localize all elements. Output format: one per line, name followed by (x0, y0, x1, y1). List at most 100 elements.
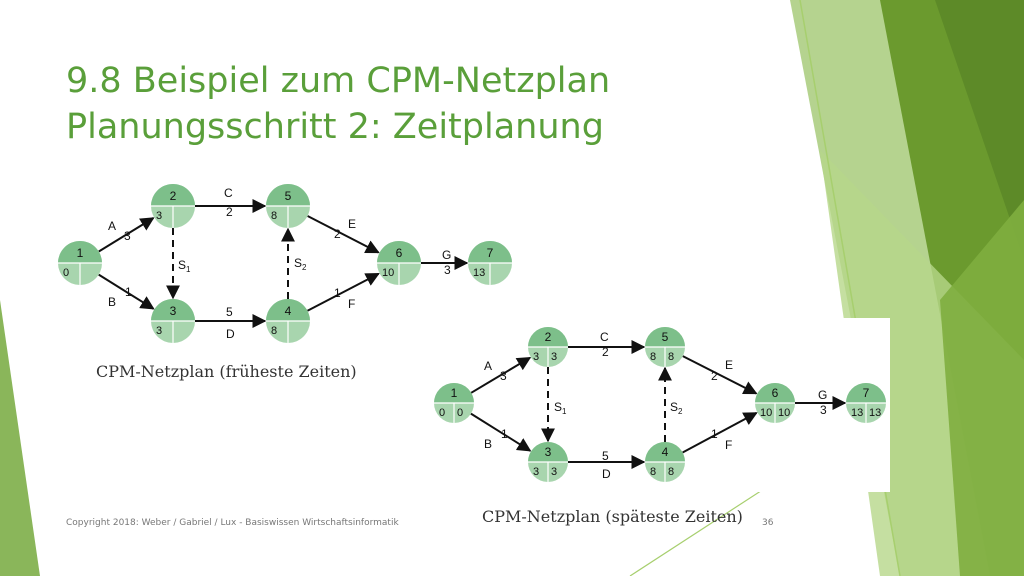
copyright-text: Copyright 2018: Weber / Gabriel / Lux - … (66, 518, 399, 528)
node-id: 4 (662, 445, 669, 459)
n2-edge-label-3: C2 (600, 330, 609, 359)
n2-edge-label-8: S1 (554, 400, 567, 416)
n2-edge-label-1: A3 (484, 359, 507, 383)
activity-duration: 5 (602, 449, 609, 463)
node-earliest-time: 13 (851, 407, 863, 419)
node-earliest-time: 8 (271, 325, 277, 337)
node-latest-time: 3 (551, 466, 557, 478)
node-top-half (846, 383, 886, 403)
node-earliest-time: 8 (650, 466, 656, 478)
n2-edge-label-7: G3 (818, 388, 827, 417)
node-earliest-time: 0 (63, 267, 69, 279)
node-id: 1 (77, 246, 84, 260)
node-top-half (58, 241, 102, 263)
n1-node-5: 58 (266, 184, 310, 228)
activity-duration: 1 (334, 286, 341, 300)
activity-duration: 2 (226, 205, 233, 219)
activity-duration: 1 (501, 427, 508, 441)
n1-node-2: 23 (151, 184, 195, 228)
activity-name: F (725, 438, 732, 452)
node-id: 4 (285, 304, 292, 318)
n1-edge-label-4: D5 (226, 305, 235, 341)
node-top-half (377, 241, 421, 263)
n1-edge-label-1: A3 (108, 219, 131, 243)
node-id: 1 (451, 386, 458, 400)
node-earliest-time: 3 (156, 210, 162, 222)
node-id: 2 (545, 330, 552, 344)
node-earliest-time: 3 (156, 325, 162, 337)
n1-edge-6 (307, 272, 380, 312)
activity-duration: 2 (334, 227, 341, 241)
n1-edge-label-9: S2 (294, 256, 307, 272)
node-top-half (468, 241, 512, 263)
slack-label: S1 (554, 400, 567, 416)
n1-edge-label-2: B1 (108, 285, 132, 309)
caption-earliest: CPM-Netzplan (früheste Zeiten) (96, 362, 357, 381)
activity-duration: 3 (444, 263, 451, 277)
activity-name: A (484, 359, 492, 373)
node-earliest-time: 8 (271, 210, 277, 222)
n1-node-4: 48 (266, 299, 310, 343)
n2-edge-label-2: B1 (484, 427, 508, 451)
node-earliest-time: 10 (382, 267, 394, 279)
activity-name: E (348, 217, 356, 231)
activity-duration: 2 (602, 345, 609, 359)
n1-node-1: 10 (58, 241, 102, 285)
node-top-half (266, 299, 310, 321)
node-id: 3 (170, 304, 177, 318)
activity-duration: 1 (711, 427, 718, 441)
node-id: 2 (170, 189, 177, 203)
activity-duration: 5 (226, 305, 233, 319)
node-top-half (151, 184, 195, 206)
node-earliest-time: 8 (650, 351, 656, 363)
activity-duration: 3 (820, 403, 827, 417)
activity-name: G (818, 388, 827, 402)
node-id: 3 (545, 445, 552, 459)
n2-edge-label-4: D5 (602, 449, 611, 481)
title-line-1: 9.8 Beispiel zum CPM-Netzplan (66, 61, 611, 101)
n1-edge-1 (98, 217, 155, 253)
activity-duration: 3 (500, 369, 507, 383)
activity-name: G (442, 248, 451, 262)
bottom-accent-line (629, 484, 771, 576)
activity-name: F (348, 297, 355, 311)
n1-edge-label-5: E2 (334, 217, 356, 241)
activity-name: C (600, 330, 609, 344)
node-earliest-time: 10 (760, 407, 772, 419)
n2-edge-label-5: E2 (711, 358, 733, 383)
slack-label: S2 (670, 400, 683, 416)
node-id: 7 (487, 246, 494, 260)
node-latest-time: 3 (551, 351, 557, 363)
activity-name: C (224, 186, 233, 200)
slack-label: S2 (294, 256, 307, 272)
activity-name: B (484, 437, 492, 451)
node-latest-time: 0 (457, 407, 463, 419)
node-top-half (645, 327, 685, 347)
n2-edge-label-6: F1 (711, 427, 732, 452)
node-top-half (266, 184, 310, 206)
n2-edge-1 (470, 356, 532, 394)
node-top-half (645, 442, 685, 462)
n2-edge-5 (682, 355, 758, 395)
node-latest-time: 13 (869, 407, 881, 419)
node-earliest-time: 0 (439, 407, 445, 419)
n1-node-3: 33 (151, 299, 195, 343)
activity-name: D (602, 467, 611, 481)
activity-duration: 2 (711, 369, 718, 383)
n1-edge-5 (307, 215, 380, 254)
n1-edge-2 (98, 273, 155, 310)
node-id: 6 (396, 246, 403, 260)
node-top-half (755, 383, 795, 403)
node-top-half (151, 299, 195, 321)
node-earliest-time: 3 (533, 351, 539, 363)
n1-edge-label-7: G3 (442, 248, 451, 277)
activity-duration: 3 (124, 229, 131, 243)
page-number: 36 (762, 518, 774, 528)
